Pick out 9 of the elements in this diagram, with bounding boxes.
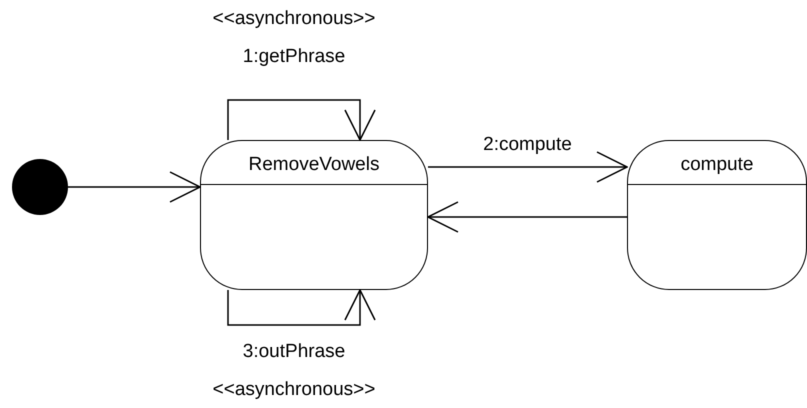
transition-arrow <box>227 99 376 141</box>
state-name: RemoveVowels <box>248 153 380 177</box>
state-box <box>200 140 428 290</box>
transition-arrow <box>427 201 627 233</box>
transition-arrow <box>227 289 376 326</box>
transition-arrow <box>428 151 628 183</box>
transition-arrow <box>68 171 201 203</box>
state-box <box>627 140 807 290</box>
state-name: compute <box>680 153 754 177</box>
